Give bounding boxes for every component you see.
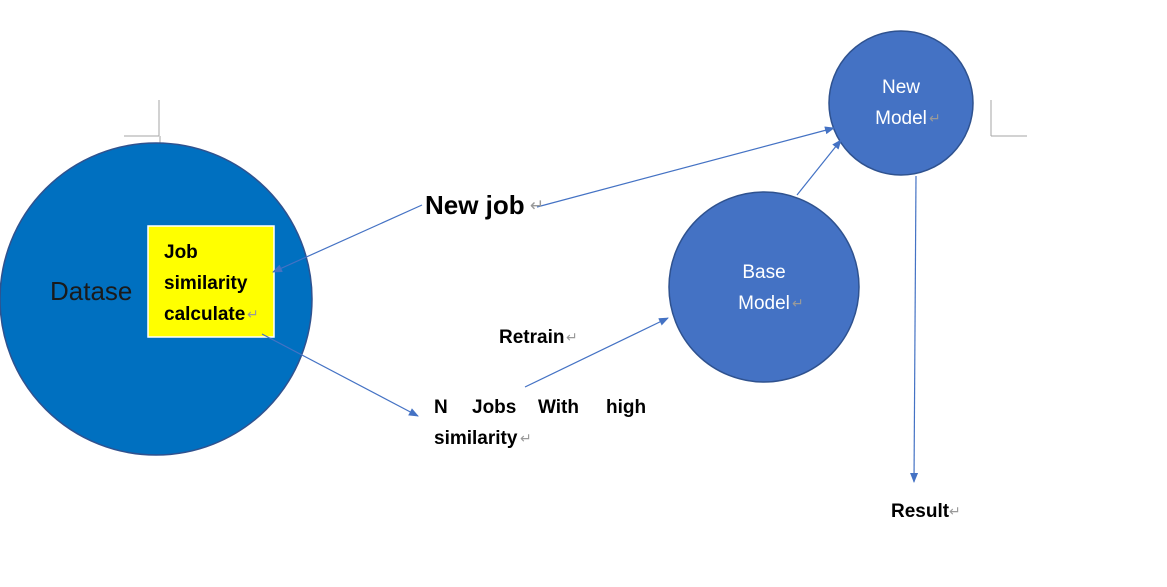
n-jobs-word: With — [538, 397, 579, 418]
arrow-newjob-to-newmodel — [536, 126, 835, 208]
new-job-label: New job — [425, 190, 525, 220]
n-jobs-word: high — [606, 397, 646, 418]
new-model-line-2: Model — [875, 108, 927, 129]
arrow-newjob-to-similarity — [272, 204, 423, 273]
job-similarity-line-3: calculate — [164, 304, 245, 325]
n-jobs-label: N Jobs With high similarity ↵ — [434, 397, 646, 449]
paragraph-mark: ↵ — [929, 111, 941, 127]
n-jobs-line-2: similarity — [434, 428, 518, 449]
base-model-line-2: Model — [738, 293, 790, 314]
result-label: Result — [891, 501, 950, 522]
paragraph-mark: ↵ — [530, 196, 544, 216]
paragraph-mark: ↵ — [949, 504, 961, 520]
arrow-newmodel-to-result — [910, 175, 919, 483]
base-model-circle — [668, 191, 860, 383]
paragraph-mark: ↵ — [792, 296, 804, 312]
new-model-circle — [828, 30, 974, 176]
base-model-line-1: Base — [742, 262, 785, 283]
dataset-label: Datase — [50, 276, 132, 306]
new-model-line-1: New — [882, 77, 920, 98]
n-jobs-word: Jobs — [472, 397, 516, 418]
job-similarity-line-1: Job — [164, 242, 198, 263]
crop-mark-right — [990, 100, 1027, 137]
paragraph-mark: ↵ — [520, 431, 532, 447]
arrow-similarity-to-njobs — [261, 333, 419, 417]
job-similarity-box — [147, 225, 275, 338]
paragraph-mark: ↵ — [566, 330, 578, 346]
arrow-njobs-to-basemodel — [524, 317, 669, 388]
n-jobs-word: N — [434, 397, 448, 418]
arrow-basemodel-to-newmodel — [796, 139, 842, 196]
retrain-label: Retrain — [499, 327, 564, 348]
job-similarity-line-2: similarity — [164, 273, 248, 294]
paragraph-mark: ↵ — [247, 307, 259, 323]
